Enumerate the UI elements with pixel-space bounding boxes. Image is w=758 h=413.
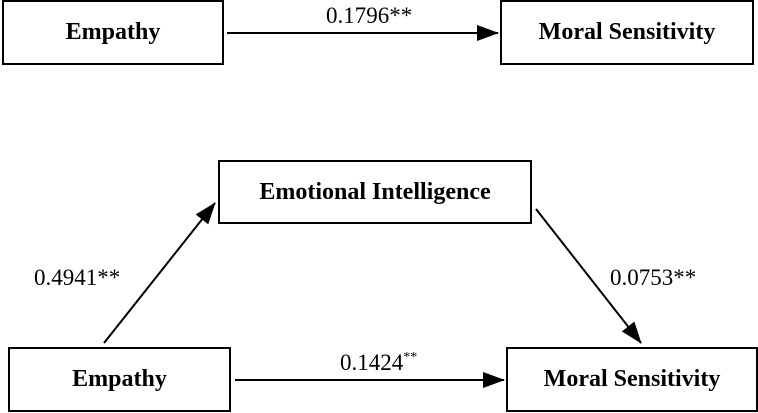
model-b-empathy-box: Empathy <box>8 347 231 412</box>
path-b-coefficient: 0.0753** <box>610 265 696 291</box>
model-a-moral-sensitivity-box: Moral Sensitivity <box>500 0 754 65</box>
path-a-significance: ** <box>97 265 121 290</box>
path-c-prime-significance: ** <box>403 350 418 365</box>
path-c-coefficient: 0.1796** <box>326 3 412 29</box>
model-a-empathy-box: Empathy <box>2 0 224 65</box>
model-a-empathy-label: Empathy <box>65 19 161 45</box>
model-b-emotional-intelligence-label: Emotional Intelligence <box>259 178 491 205</box>
path-a-coefficient: 0.4941** <box>34 265 120 291</box>
model-a-moral-sensitivity-label: Moral Sensitivity <box>538 19 716 45</box>
model-b-moral-sensitivity-box: Moral Sensitivity <box>506 347 758 412</box>
path-a-value: 0.4941 <box>34 265 98 290</box>
path-b-value: 0.0753 <box>610 265 674 290</box>
path-b-arrow <box>535 208 642 344</box>
path-a-arrow <box>103 202 216 344</box>
path-c-prime-value: 0.1424 <box>340 350 404 375</box>
path-c-prime-coefficient: 0.1424** <box>340 350 417 376</box>
model-b-moral-sensitivity-label: Moral Sensitivity <box>543 366 721 392</box>
path-b-significance: ** <box>673 265 697 290</box>
path-c-significance: ** <box>389 3 413 28</box>
path-c-value: 0.1796 <box>326 3 390 28</box>
model-b-empathy-label: Empathy <box>72 366 167 392</box>
model-b-emotional-intelligence-box: Emotional Intelligence <box>218 160 532 224</box>
